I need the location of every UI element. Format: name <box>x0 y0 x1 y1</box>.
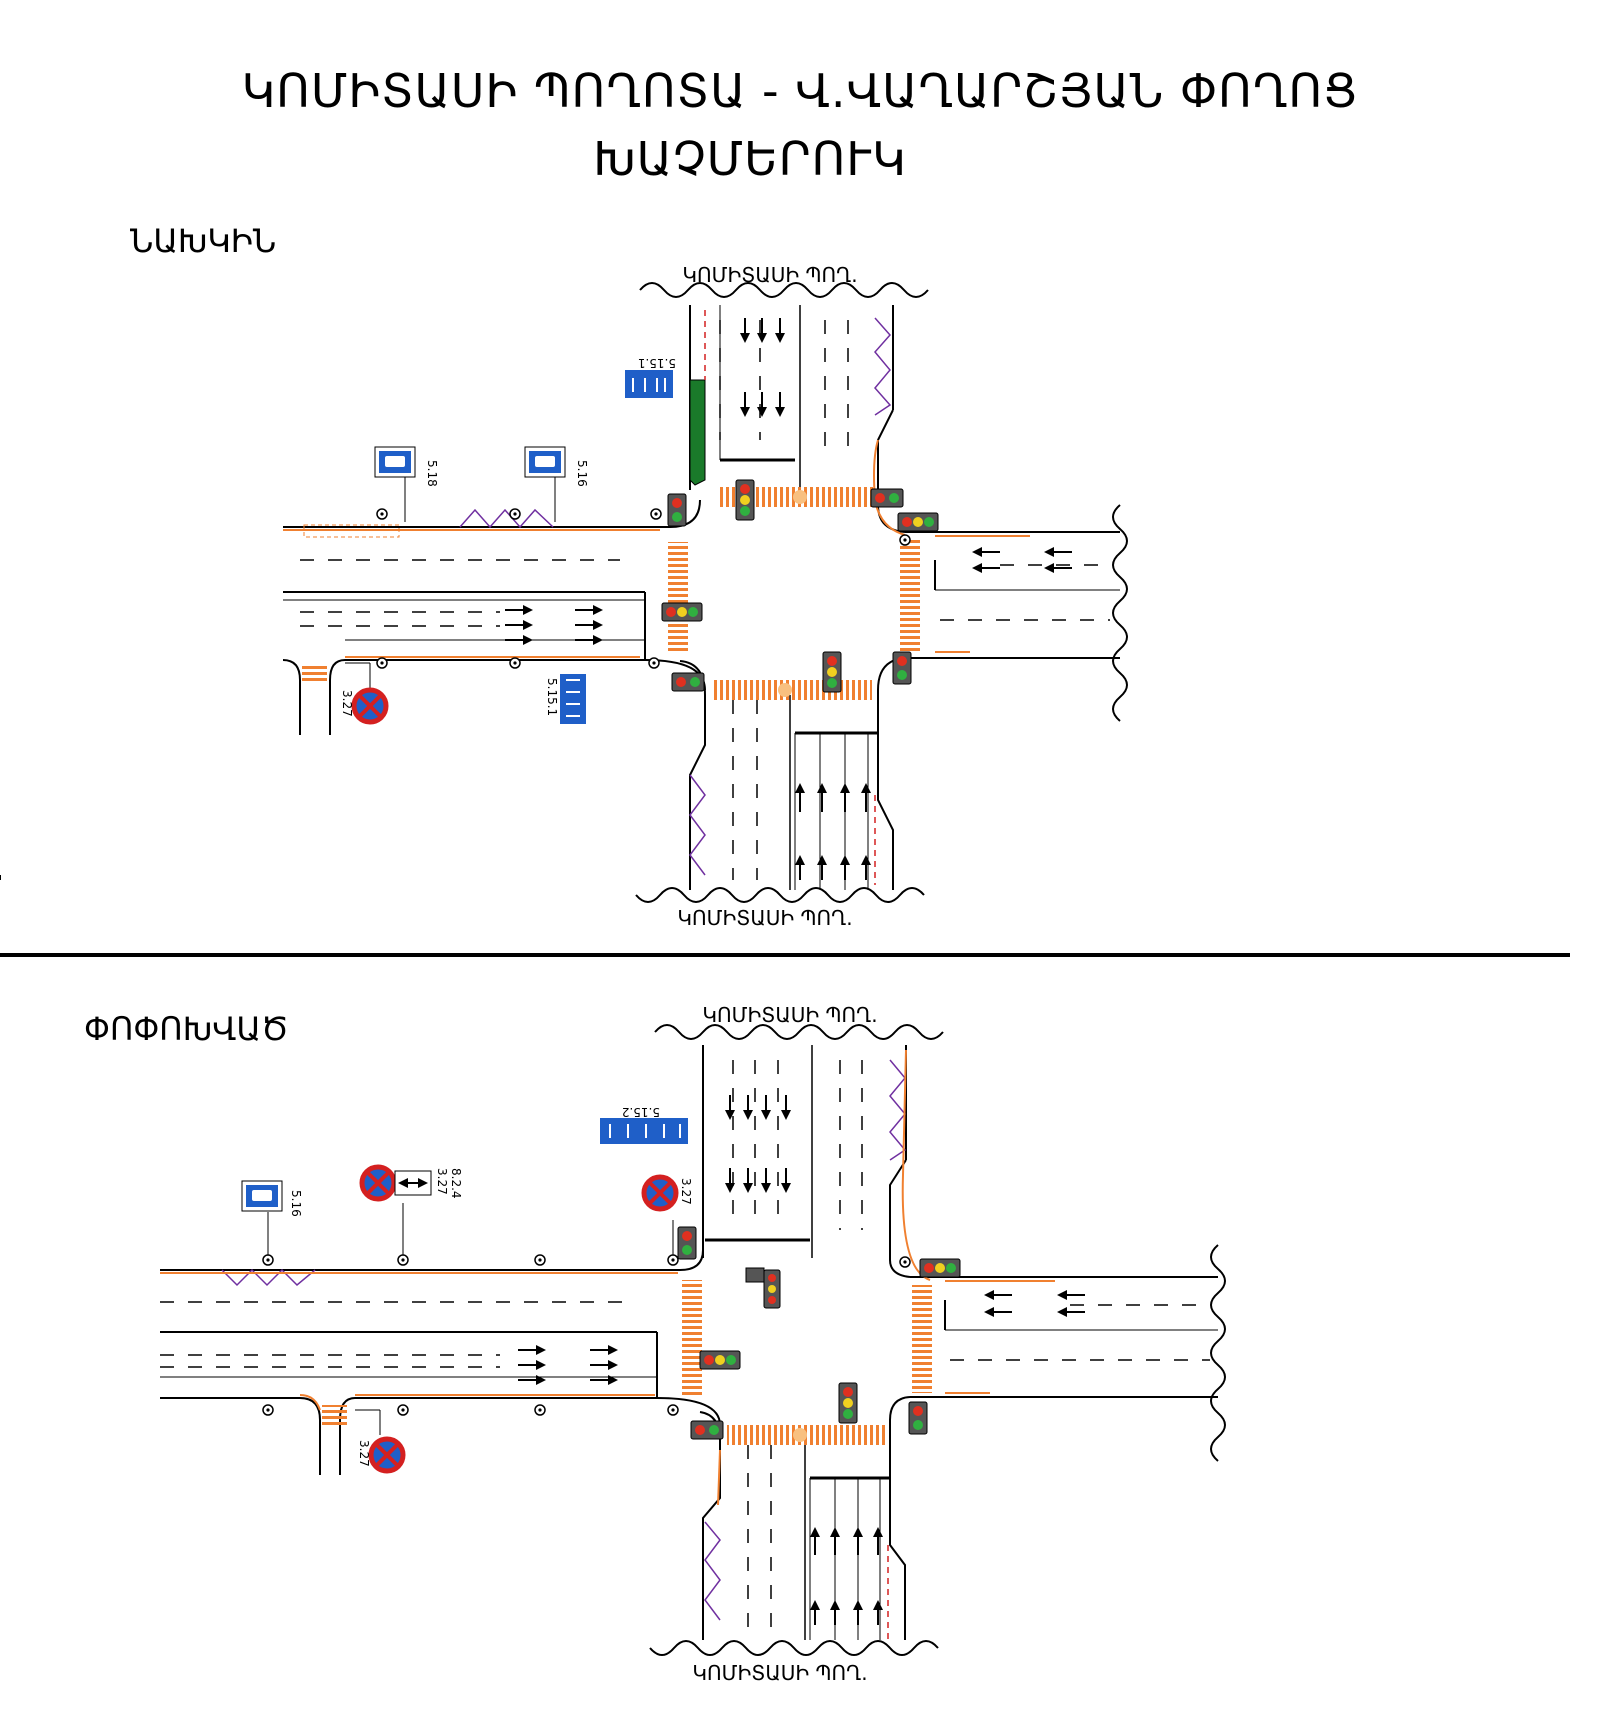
after-no-stopping-sign-c <box>371 1439 403 1471</box>
before-street-name-top: ԿՈՄԻՏԱՍԻ ՊՈՂ. <box>682 263 857 287</box>
before-bus-stop-sign-a <box>374 446 416 478</box>
after-sign-code-8-2-4: 8.2.4 <box>449 1168 463 1199</box>
after-sign-code-3-27-c: 3.27 <box>357 1440 371 1467</box>
after-ped-signal-sw <box>690 1420 724 1440</box>
after-traffic-light-west <box>699 1350 741 1370</box>
before-traffic-light-west <box>661 602 703 622</box>
after-zigzags <box>221 1059 907 1621</box>
before-lane-arrows <box>505 318 1072 880</box>
after-dashes <box>160 1060 1210 1630</box>
before-sign-code-5-16-b: 5.16 <box>575 460 589 487</box>
after-ped-signal-se <box>908 1401 928 1435</box>
before-traffic-light-south <box>822 651 842 693</box>
after-street-name-top: ԿՈՄԻՏԱՍԻ ՊՈՂ. <box>702 1003 877 1027</box>
before-traffic-light-east <box>897 512 939 532</box>
after-bus-stop-sign <box>241 1180 283 1212</box>
after-crosswalks <box>322 1280 932 1445</box>
before-zigzags <box>459 317 892 876</box>
before-poles <box>345 475 911 690</box>
before-sign-code-lanes-west: 5.15.1 <box>545 678 559 716</box>
before-ped-signal-nw <box>667 493 687 527</box>
before-diagram <box>282 282 1128 903</box>
before-ped-signal-ne <box>870 488 904 508</box>
before-dashes <box>300 320 1110 880</box>
page-title-line-1: ԿՈՄԻՏԱՍԻ ՊՈՂՈՏԱ - Վ.ՎԱՂԱՐՇՅԱՆ ՓՈՂՈՑ <box>241 64 1359 118</box>
after-ped-signal-nw <box>677 1226 697 1260</box>
after-sign-code-lanes-top: 5.15.2 <box>622 1105 660 1119</box>
after-orange-lines <box>160 1049 1055 1506</box>
after-sign-code-3-27-b: 3.27 <box>679 1178 693 1205</box>
before-bus-stop-sign-b <box>524 446 566 478</box>
after-no-stopping-sign-a <box>362 1167 394 1199</box>
after-traffic-light-south <box>838 1382 858 1424</box>
after-section-label: ՓՈՓՈԽՎԱԾ <box>84 1010 289 1048</box>
before-lanes-sign-west <box>560 674 586 724</box>
before-lanes-sign-top <box>625 370 673 398</box>
before-no-stopping-sign <box>354 690 386 722</box>
before-sign-code-5-18: 5.18 <box>425 460 439 487</box>
after-poles <box>262 1203 911 1435</box>
after-direction-plate <box>394 1170 432 1196</box>
before-traffic-light-north <box>735 479 755 521</box>
before-sign-code-lanes-top: 5.15.1 <box>638 356 676 370</box>
before-ped-signal-se <box>892 651 912 685</box>
before-ped-signal-sw <box>671 672 705 692</box>
after-lane-arrows <box>518 1095 1085 1625</box>
before-street-name-bottom: ԿՈՄԻՏԱՍԻ ՊՈՂ. <box>677 906 852 930</box>
after-street-name-bottom: ԿՈՄԻՏԱՍԻ ՊՈՂ. <box>692 1661 867 1685</box>
after-lanes-sign-top <box>600 1118 688 1144</box>
after-sign-code-5-16: 5.16 <box>289 1190 303 1217</box>
after-sign-code-3-27-a: 3.27 <box>435 1168 449 1195</box>
page-title-line-2: ԽԱՉՄԵՐՈՒԿ <box>593 132 907 186</box>
after-no-stopping-sign-b <box>644 1177 676 1209</box>
before-sign-code-3-27: 3.27 <box>340 690 354 717</box>
before-section-label: ՆԱԽԿԻՆ <box>130 222 277 260</box>
after-traffic-light-east <box>919 1258 961 1278</box>
after-traffic-light-center <box>745 1267 781 1309</box>
before-red-dash <box>704 310 876 885</box>
